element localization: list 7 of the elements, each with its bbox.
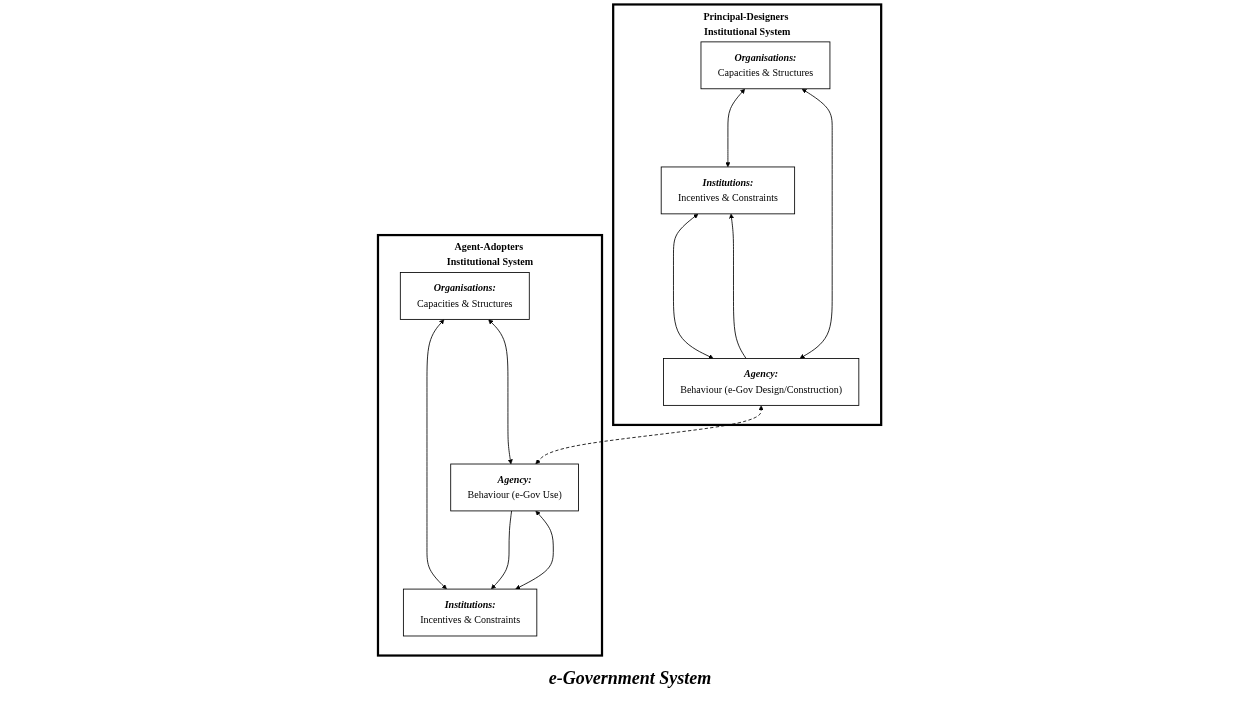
node-box: Agency: Behaviour (e-Gov Design/Construction) [663,358,860,406]
node-box: Organisations: Capacities & Structures [700,41,831,90]
system-label: e-Government System [548,668,712,688]
node-box: Agency: Behaviour (e-Gov Use) [450,463,580,512]
node-box: Institutions: Incentives & Constraints [661,166,796,215]
node-box: Organisations: Capacities & Structures [400,272,531,320]
node-box: Institutions: Incentives & Constraints [403,588,538,637]
